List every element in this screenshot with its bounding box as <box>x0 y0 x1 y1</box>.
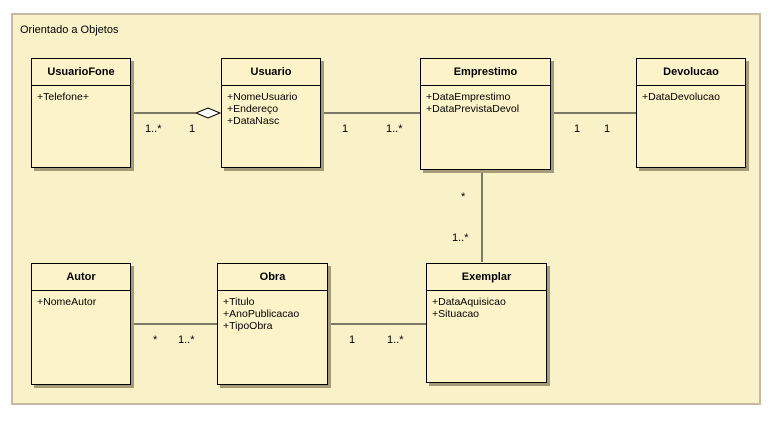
class-usuariofone[interactable]: UsuarioFone +Telefone+ <box>31 58 131 168</box>
class-usuario[interactable]: Usuario +NomeUsuario +Endereço +DataNasc <box>221 58 321 168</box>
multiplicity-usuario-emprestimo-to: 1..* <box>386 123 403 135</box>
class-name: Exemplar <box>427 264 546 291</box>
class-devolucao[interactable]: Devolucao +DataDevolucao <box>636 58 746 168</box>
multiplicity-obra-exemplar-from: 1 <box>349 334 356 346</box>
class-name: Autor <box>32 264 130 291</box>
class-name: UsuarioFone <box>32 59 130 86</box>
class-name: Obra <box>218 264 327 291</box>
class-attributes: +DataDevolucao <box>637 86 745 103</box>
attribute: +Telefone+ <box>37 91 89 103</box>
multiplicity-usuariofone-side: 1..* <box>145 123 162 135</box>
class-emprestimo[interactable]: Emprestimo +DataEmprestimo +DataPrevista… <box>420 58 551 170</box>
attribute: +DataPrevistaDevol <box>426 103 520 115</box>
attribute: +Titulo <box>223 296 255 308</box>
multiplicity-usuario-emprestimo-from: 1 <box>342 123 349 135</box>
attribute: +DataDevolucao <box>642 91 720 103</box>
class-attributes: +DataEmprestimo +DataPrevistaDevol <box>421 86 550 115</box>
class-attributes: +NomeUsuario +Endereço +DataNasc <box>222 86 320 127</box>
class-autor[interactable]: Autor +NomeAutor <box>31 263 131 385</box>
class-attributes: +Titulo +AnoPublicacao +TipoObra <box>218 291 327 332</box>
class-attributes: +DataAquisicao +Situacao <box>427 291 546 320</box>
attribute: +AnoPublicacao <box>223 308 300 320</box>
class-name: Emprestimo <box>421 59 550 86</box>
attribute: +NomeAutor <box>37 296 97 308</box>
class-attributes: +Telefone+ <box>32 86 130 103</box>
multiplicity-autor-obra-to: 1..* <box>178 334 195 346</box>
attribute: +NomeUsuario <box>227 91 298 103</box>
multiplicity-emprestimo-devolucao-from: 1 <box>574 123 581 135</box>
diagram-title: Orientado a Objetos <box>20 24 119 36</box>
attribute: +DataEmprestimo <box>426 91 511 103</box>
class-attributes: +NomeAutor <box>32 291 130 308</box>
multiplicity-usuario-side: 1 <box>189 123 196 135</box>
multiplicity-emprestimo-exemplar-from: * <box>461 191 466 203</box>
multiplicity-emprestimo-exemplar-to: 1..* <box>452 232 469 244</box>
class-obra[interactable]: Obra +Titulo +AnoPublicacao +TipoObra <box>217 263 328 385</box>
multiplicity-emprestimo-devolucao-to: 1 <box>604 123 611 135</box>
attribute: +DataAquisicao <box>432 296 506 308</box>
class-exemplar[interactable]: Exemplar +DataAquisicao +Situacao <box>426 263 547 383</box>
attribute: +Situacao <box>432 308 479 320</box>
class-name: Usuario <box>222 59 320 86</box>
attribute: +Endereço <box>227 103 279 115</box>
class-name: Devolucao <box>637 59 745 86</box>
attribute: +TipoObra <box>223 320 273 332</box>
aggregation-diamond-icon <box>194 107 222 119</box>
attribute: +DataNasc <box>227 115 280 127</box>
multiplicity-obra-exemplar-to: 1..* <box>387 334 404 346</box>
multiplicity-autor-obra-from: * <box>153 334 158 346</box>
